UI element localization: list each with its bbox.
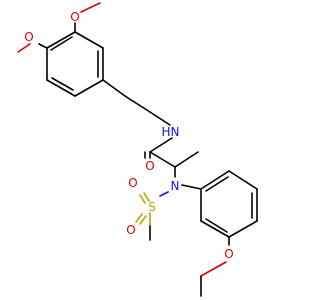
methoxy-left <box>17 43 48 53</box>
bond-double <box>135 213 143 223</box>
bond-double-inner <box>205 176 229 192</box>
bond <box>200 261 227 277</box>
bond-double-inner <box>205 218 228 233</box>
bond <box>200 220 230 238</box>
atom-h-amide: H <box>161 125 170 139</box>
bond <box>228 220 258 238</box>
bond <box>149 137 173 153</box>
bond <box>46 31 76 49</box>
bond-double <box>139 215 147 225</box>
bond <box>181 184 202 190</box>
bond <box>46 79 76 97</box>
bond-double-inner <box>51 77 74 91</box>
bond-double-inner <box>50 36 73 51</box>
atom-o-methoxy-left: O <box>24 30 33 44</box>
ethyl-linker <box>102 79 171 126</box>
bond <box>149 111 171 126</box>
bond <box>102 79 126 97</box>
bond <box>149 151 176 168</box>
atom-n-sulfonamide: N <box>171 179 180 193</box>
bond <box>124 95 151 113</box>
bond <box>17 43 31 53</box>
bond <box>200 170 230 190</box>
bond <box>74 79 104 97</box>
methoxy-top <box>74 2 101 33</box>
bond <box>74 31 104 49</box>
atom-o-sulfonyl-bottom: O <box>126 223 135 237</box>
bond-double <box>139 194 146 204</box>
atom-o-carbonyl: O <box>145 159 154 173</box>
ring-dimethoxyphenyl <box>46 31 104 97</box>
bond <box>159 191 169 197</box>
atom-o-sulfonyl-top: O <box>128 176 137 190</box>
bond <box>38 43 48 49</box>
molecule-structure: O O N H O N S O O O <box>17 2 258 297</box>
sulfonamide-group <box>135 184 202 241</box>
ring-ethoxyphenyl <box>200 170 258 238</box>
bond-double <box>143 192 150 202</box>
bond <box>80 2 101 13</box>
atom-n-amide: N <box>171 125 180 139</box>
bond-methyl <box>174 151 199 168</box>
ethoxy-group <box>200 236 230 297</box>
amide-group <box>144 137 199 178</box>
atom-s-sulfonyl: S <box>148 200 156 214</box>
atom-o-methoxy-top: O <box>70 10 79 24</box>
molecule-canvas: O O N H O N S O O O <box>17 2 258 297</box>
bond <box>228 170 258 190</box>
atom-o-ethoxy: O <box>224 247 233 261</box>
